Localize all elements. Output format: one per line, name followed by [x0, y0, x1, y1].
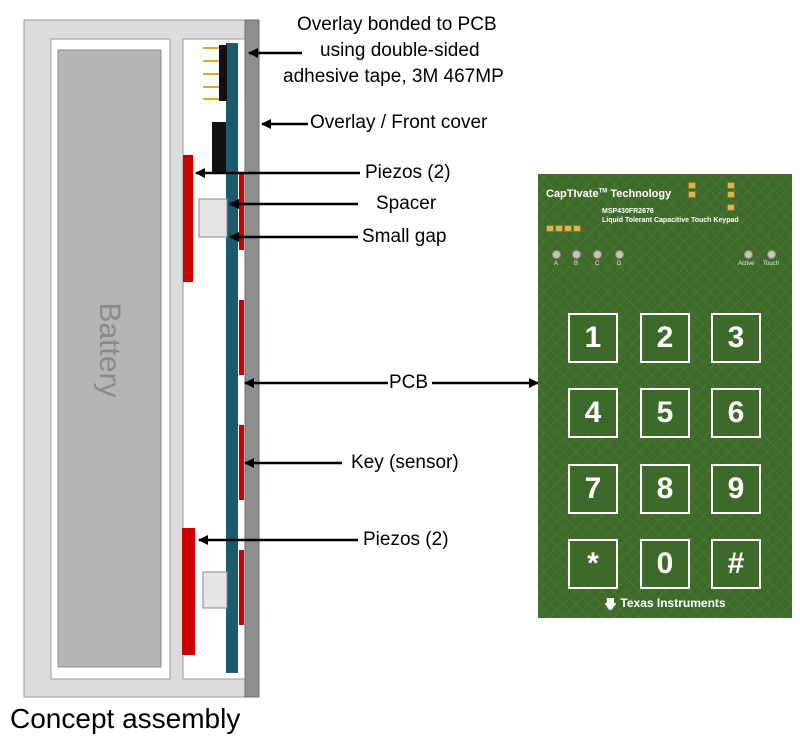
- key-hash: #: [711, 539, 761, 589]
- callout-small-gap: Small gap: [362, 226, 447, 247]
- solder-pad: [546, 225, 554, 232]
- tape-pins: [203, 47, 219, 100]
- callout-spacer: Spacer: [376, 193, 437, 214]
- led-active-label: Active: [738, 261, 755, 267]
- key-star: *: [568, 539, 618, 589]
- led-d-label: D: [617, 261, 622, 267]
- adhesive-tape: [219, 45, 227, 101]
- callout-overlay-bonded-line1: Overlay bonded to PCB: [297, 14, 497, 35]
- callout-overlay-bonded-line2: using double-sided: [320, 40, 480, 61]
- solder-pad: [727, 182, 735, 189]
- trademark: TM: [598, 188, 608, 195]
- key-6: 6: [711, 388, 761, 438]
- board-title: CapTIvateTM Technology: [546, 188, 671, 200]
- board-title-captivate: CapTIvate: [546, 188, 599, 200]
- led-d: [615, 250, 624, 259]
- board-part-number: MSP430FR2676: [602, 208, 654, 215]
- callout-key-sensor: Key (sensor): [351, 452, 459, 473]
- led-a: [552, 250, 561, 259]
- brand: Texas Instruments: [538, 596, 792, 610]
- key-sensor: [239, 425, 244, 500]
- led-touch-label: Touch: [763, 261, 780, 267]
- solder-pad: [564, 225, 572, 232]
- key-1: 1: [568, 313, 618, 363]
- brand-name: Texas Instruments: [620, 596, 726, 610]
- key-sensor: [239, 550, 244, 625]
- callout-pcb: PCB: [389, 372, 429, 393]
- led-b: [572, 250, 581, 259]
- key-8: 8: [640, 464, 690, 514]
- key-7: 7: [568, 464, 618, 514]
- led-touch: [767, 250, 776, 259]
- callout-piezos-bottom: Piezos (2): [363, 529, 449, 550]
- led-active: [744, 250, 753, 259]
- solder-pad: [688, 182, 696, 189]
- key-0: 0: [640, 539, 690, 589]
- solder-pad: [688, 191, 696, 198]
- callout-overlay-bonded-line3: adhesive tape, 3M 467MP: [283, 66, 504, 87]
- led-a-label: A: [554, 261, 559, 267]
- battery-label: Battery: [93, 302, 126, 398]
- key-sensor: [239, 300, 244, 375]
- spacer-top: [198, 198, 228, 238]
- led-c: [593, 250, 602, 259]
- piezo-top: [183, 155, 193, 282]
- key-sensor: [239, 173, 244, 250]
- pcb-layer: [226, 43, 238, 673]
- caption: Concept assembly: [10, 703, 241, 734]
- board-description: Liquid Tolerant Capacitive Touch Keypad: [602, 217, 739, 224]
- battery: [57, 49, 162, 668]
- keypad-board: CapTIvateTM Technology MSP430FR2676 Liqu…: [538, 174, 792, 618]
- key-2: 2: [640, 313, 690, 363]
- solder-pad: [727, 191, 735, 198]
- board-title-suffix: Technology: [610, 188, 672, 200]
- callout-piezos-top: Piezos (2): [365, 162, 451, 183]
- callout-overlay-front: Overlay / Front cover: [310, 112, 488, 133]
- solder-pad: [727, 204, 735, 211]
- adhesive-tape-lower: [212, 122, 226, 172]
- spacer-bottom: [202, 571, 228, 609]
- led-b-label: B: [574, 261, 579, 267]
- key-5: 5: [640, 388, 690, 438]
- ti-logo-icon: [604, 597, 617, 610]
- solder-pad: [573, 225, 581, 232]
- key-3: 3: [711, 313, 761, 363]
- piezo-bottom: [182, 528, 195, 655]
- key-9: 9: [711, 464, 761, 514]
- solder-pad: [555, 225, 563, 232]
- led-c-label: C: [595, 261, 600, 267]
- key-4: 4: [568, 388, 618, 438]
- overlay-front-cover: [244, 19, 260, 698]
